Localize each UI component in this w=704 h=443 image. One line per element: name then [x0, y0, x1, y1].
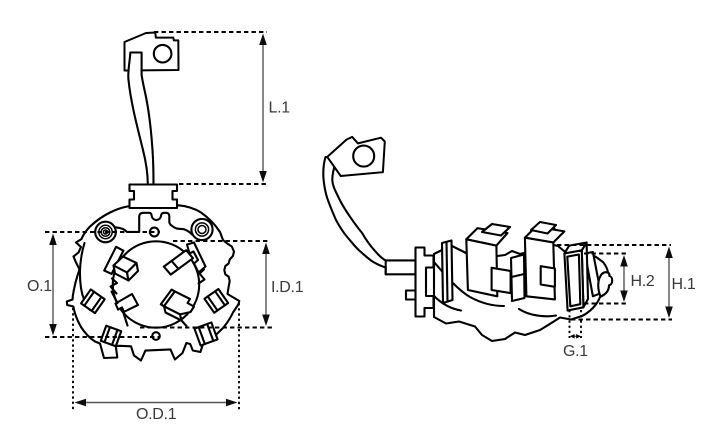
svg-text:H.2: H.2	[631, 273, 655, 290]
svg-text:H.1: H.1	[672, 276, 696, 293]
svg-text:O.D.1: O.D.1	[136, 406, 177, 423]
svg-text:L.1: L.1	[269, 100, 291, 117]
svg-text:G.1: G.1	[563, 343, 588, 360]
svg-text:O.1: O.1	[27, 278, 52, 295]
svg-text:I.D.1: I.D.1	[271, 279, 304, 296]
